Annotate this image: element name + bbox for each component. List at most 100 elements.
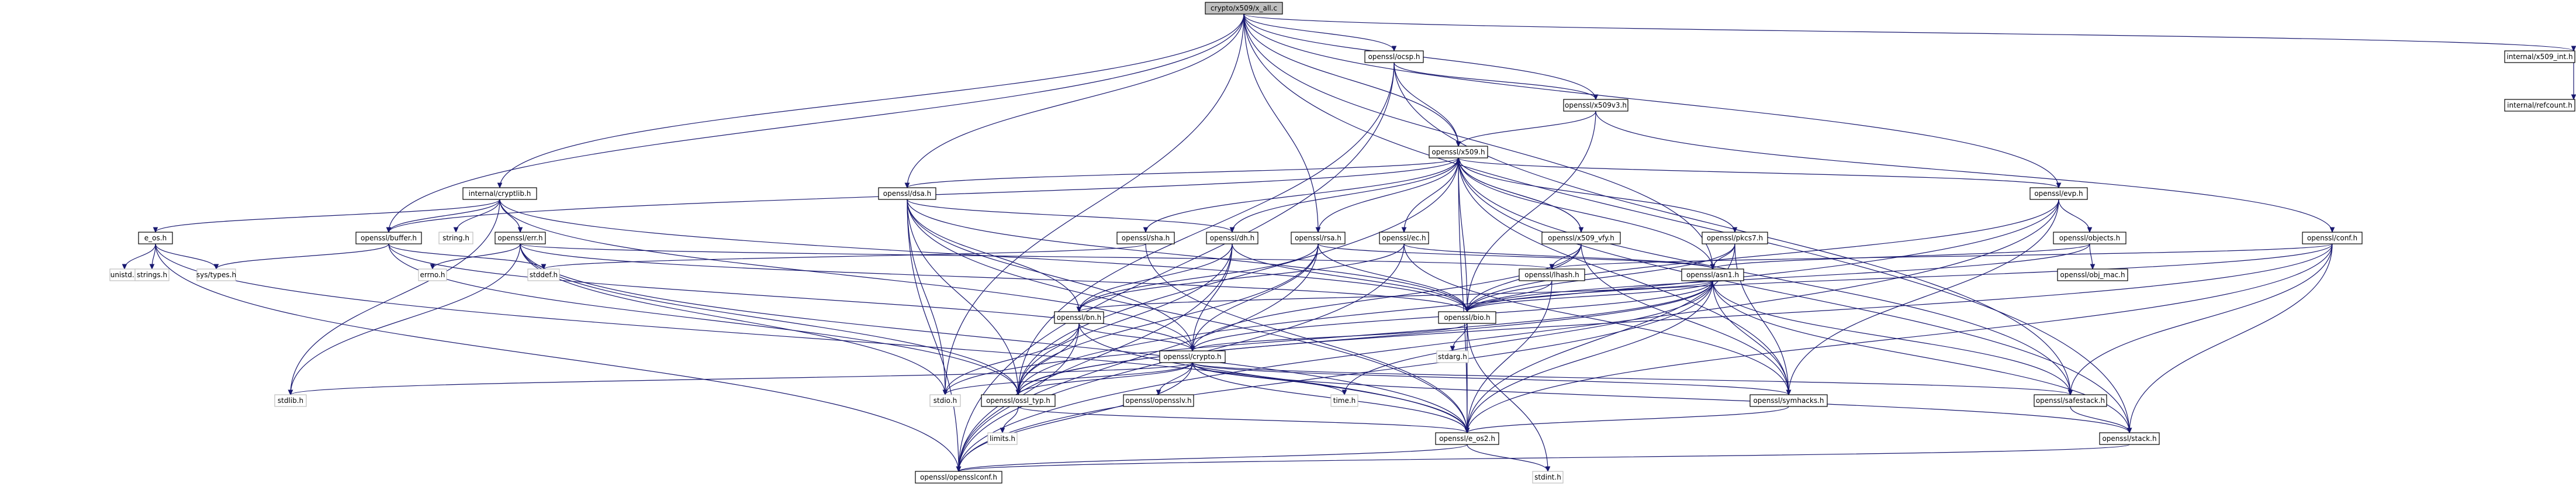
edge-eos-to-unistd bbox=[125, 243, 156, 269]
node-lhash[interactable]: openssl/lhash.h bbox=[1519, 268, 1585, 281]
edge-rsa-to-ossltyp bbox=[1018, 243, 1319, 395]
edge-x509-to-stack bbox=[1458, 157, 2129, 433]
edge-root-to-stdio bbox=[945, 13, 1244, 395]
edge-crypto-to-eos2 bbox=[1192, 362, 1467, 433]
node-bn[interactable]: openssl/bn.h bbox=[1054, 311, 1104, 324]
node-ec[interactable]: openssl/ec.h bbox=[1379, 232, 1429, 244]
node-refcount[interactable]: internal/refcount.h bbox=[2504, 99, 2575, 112]
node-label: errno.h bbox=[420, 271, 445, 279]
node-stack[interactable]: openssl/stack.h bbox=[2099, 432, 2160, 445]
node-objects[interactable]: openssl/objects.h bbox=[2053, 232, 2127, 244]
node-x509v3[interactable]: openssl/x509v3.h bbox=[1563, 99, 1628, 112]
edge-conf-to-eos2 bbox=[1467, 243, 2333, 433]
node-objmac[interactable]: openssl/obj_mac.h bbox=[2057, 268, 2128, 281]
node-sha[interactable]: openssl/sha.h bbox=[1116, 232, 1175, 244]
node-label: openssl/opensslconf.h bbox=[920, 473, 997, 481]
node-opensslv[interactable]: openssl/opensslv.h bbox=[1123, 394, 1194, 407]
node-label: internal/x509_int.h bbox=[2506, 53, 2572, 61]
edge-root-to-rsa bbox=[1243, 13, 1318, 232]
node-label: openssl/x509v3.h bbox=[1565, 101, 1627, 109]
edge-asn1-to-safestack bbox=[1712, 280, 2070, 395]
node-label: openssl/x509_vfy.h bbox=[1548, 234, 1614, 242]
node-label: time.h bbox=[1333, 397, 1356, 405]
node-box bbox=[2302, 232, 2363, 244]
node-box bbox=[274, 394, 307, 407]
node-stddef: stddef.h bbox=[527, 268, 560, 281]
edge-ocsp-to-ossltyp bbox=[1018, 62, 1395, 395]
node-box bbox=[981, 394, 1056, 407]
node-label: openssl/safestack.h bbox=[2036, 397, 2105, 405]
node-symhacks[interactable]: openssl/symhacks.h bbox=[1749, 394, 1828, 407]
edge-dh-to-bn bbox=[1079, 243, 1233, 312]
edge-err-to-stdlib bbox=[291, 243, 521, 395]
edge-bn-to-ossltyp bbox=[1018, 323, 1080, 395]
edge-pkcs7-to-bio bbox=[1467, 243, 1735, 312]
edge-dsa-to-opensslconf bbox=[907, 199, 959, 471]
node-ocsp[interactable]: openssl/ocsp.h bbox=[1364, 50, 1424, 63]
edge-ec-to-symhacks bbox=[1403, 243, 1789, 395]
edge-dh-to-ossltyp bbox=[1018, 243, 1233, 395]
edge-dsa-to-crypto bbox=[907, 199, 1192, 351]
node-box bbox=[355, 232, 422, 244]
edge-err-to-bio bbox=[520, 243, 1467, 312]
node-opensslconf[interactable]: openssl/opensslconf.h bbox=[915, 471, 1002, 484]
edge-root-to-dsa bbox=[907, 13, 1244, 188]
node-ossltyp[interactable]: openssl/ossl_typ.h bbox=[981, 394, 1056, 407]
node-label: crypto/x509/x_all.c bbox=[1211, 4, 1277, 12]
edge-crypto-to-opensslv bbox=[1159, 362, 1193, 395]
node-dsa[interactable]: openssl/dsa.h bbox=[878, 187, 936, 200]
node-box bbox=[878, 187, 936, 200]
edge-bn-to-crypto bbox=[1078, 323, 1192, 351]
edge-err-to-errno bbox=[433, 243, 521, 269]
node-bio[interactable]: openssl/bio.h bbox=[1438, 311, 1496, 324]
node-crypto[interactable]: openssl/crypto.h bbox=[1159, 350, 1226, 363]
edge-x509-to-sha bbox=[1146, 157, 1459, 232]
edge-x509-to-evp bbox=[1458, 157, 2059, 188]
node-pkcs7[interactable]: openssl/pkcs7.h bbox=[1702, 232, 1768, 244]
edge-x509-to-safestack bbox=[1458, 157, 2070, 395]
node-x509vfy[interactable]: openssl/x509_vfy.h bbox=[1541, 232, 1621, 244]
node-err[interactable]: openssl/err.h bbox=[495, 232, 546, 244]
node-asn1[interactable]: openssl/asn1.h bbox=[1681, 268, 1744, 281]
node-x509[interactable]: openssl/x509.h bbox=[1429, 146, 1488, 158]
edge-evp-to-bio bbox=[1467, 199, 2059, 312]
edge-root-to-x509int bbox=[1243, 13, 2574, 51]
node-strings: strings.h bbox=[134, 268, 170, 281]
node-box bbox=[418, 268, 447, 281]
node-box bbox=[1429, 146, 1488, 158]
node-eos[interactable]: e_os.h bbox=[138, 232, 173, 244]
node-rsa[interactable]: openssl/rsa.h bbox=[1291, 232, 1346, 244]
node-evp[interactable]: openssl/evp.h bbox=[2029, 187, 2088, 200]
node-eos2[interactable]: openssl/e_os2.h bbox=[1435, 432, 1499, 445]
node-box bbox=[2099, 432, 2160, 445]
edge-buffer-to-stddef bbox=[388, 243, 544, 269]
node-stdarg: stdarg.h bbox=[1436, 350, 1469, 363]
node-label: openssl/bio.h bbox=[1444, 313, 1490, 322]
node-buffer[interactable]: openssl/buffer.h bbox=[355, 232, 422, 244]
node-box bbox=[2504, 99, 2575, 112]
edge-err-to-lhash bbox=[520, 243, 1552, 269]
edge-root-to-asn1 bbox=[1243, 13, 1713, 269]
node-label: openssl/pkcs7.h bbox=[1707, 234, 1763, 242]
node-label: openssl/e_os2.h bbox=[1439, 435, 1495, 443]
node-stdint: stdint.h bbox=[1532, 471, 1564, 484]
edge-x509vfy-to-x509 bbox=[1458, 158, 1582, 233]
node-label: sys/types.h bbox=[196, 271, 236, 279]
node-label: openssl/x509.h bbox=[1432, 148, 1485, 156]
node-dh[interactable]: openssl/dh.h bbox=[1206, 232, 1258, 244]
node-box bbox=[1364, 50, 1424, 63]
edge-x509-to-pkcs7 bbox=[1458, 157, 1735, 232]
node-box bbox=[987, 432, 1018, 445]
node-unistd: unistd.h bbox=[109, 268, 140, 281]
node-limits: limits.h bbox=[987, 432, 1018, 445]
edge-crypto-to-safestack bbox=[1192, 362, 2070, 395]
node-label: openssl/asn1.h bbox=[1686, 271, 1739, 279]
node-box bbox=[1681, 268, 1744, 281]
edge-safestack-to-stack bbox=[2070, 406, 2129, 433]
node-safestack[interactable]: openssl/safestack.h bbox=[2034, 394, 2107, 407]
edge-dh-to-crypto bbox=[1192, 243, 1233, 351]
node-conf[interactable]: openssl/conf.h bbox=[2302, 232, 2363, 244]
node-x509int[interactable]: internal/x509_int.h bbox=[2504, 50, 2575, 63]
node-cryptlib[interactable]: internal/cryptlib.h bbox=[462, 187, 537, 200]
node-label: openssl/obj_mac.h bbox=[2060, 271, 2125, 279]
